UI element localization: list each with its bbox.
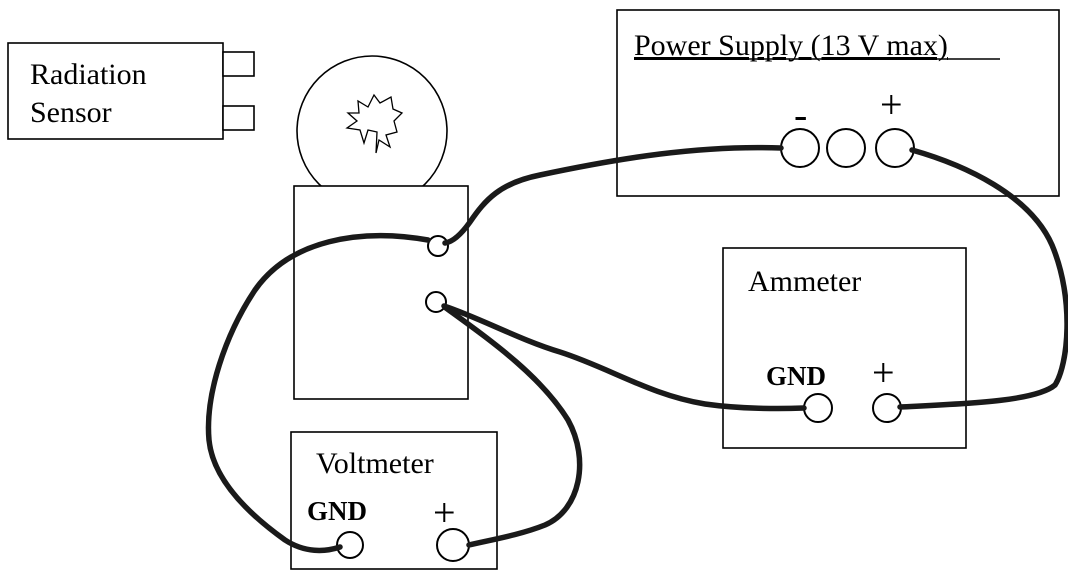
ammeter-plus-terminal: [872, 393, 902, 423]
power-supply-minus-sign: -: [794, 92, 807, 137]
power-supply-title: Power Supply (13 V max): [634, 29, 948, 62]
power-supply-minus-terminal: [780, 128, 820, 168]
radiation-sensor-port-top: [222, 51, 255, 77]
light-box-terminal-top: [427, 235, 449, 257]
voltmeter-plus-sign: +: [433, 490, 456, 535]
light-box-terminal-bottom: [425, 291, 447, 313]
radiation-sensor-label-line1: Radiation: [30, 58, 147, 91]
voltmeter-title: Voltmeter: [316, 447, 434, 480]
power-supply-middle-terminal: [826, 128, 866, 168]
voltmeter-plus-terminal: [436, 528, 470, 562]
voltmeter-gnd-terminal: [336, 531, 364, 559]
wires: [205, 144, 1068, 554]
ammeter-gnd-terminal: [803, 393, 833, 423]
voltmeter: Voltmeter GND +: [290, 431, 498, 570]
wire-supply-plus-to-ammeter-plus: [897, 147, 1068, 410]
wire-light-box-to-voltmeter-gnd: [205, 233, 431, 554]
radiation-sensor-label-line2: Sensor: [30, 96, 112, 129]
ammeter: Ammeter GND +: [722, 247, 967, 449]
power-supply: Power Supply (13 V max) - +: [616, 9, 1060, 197]
light-bulb: [296, 55, 448, 207]
wire-light-box-to-voltmeter-plus: [443, 305, 583, 548]
wire-supply-minus-to-light-box: [442, 144, 784, 246]
filament-burst-icon: [345, 93, 404, 154]
radiation-sensor-port-bottom: [222, 105, 255, 131]
voltmeter-gnd-label: GND: [307, 496, 367, 526]
light-box-body: [293, 185, 469, 400]
radiation-sensor: Radiation Sensor: [7, 42, 255, 140]
power-supply-plus-terminal: [875, 128, 915, 168]
ammeter-plus-sign: +: [872, 350, 895, 395]
ammeter-title: Ammeter: [748, 265, 861, 298]
radiation-sensor-body: [7, 42, 224, 140]
light-box: [293, 185, 469, 400]
wire-light-box-to-ammeter-gnd: [441, 303, 807, 412]
ammeter-gnd-label: GND: [766, 361, 826, 391]
power-supply-plus-sign: +: [880, 82, 903, 127]
ammeter-body: [722, 247, 967, 449]
